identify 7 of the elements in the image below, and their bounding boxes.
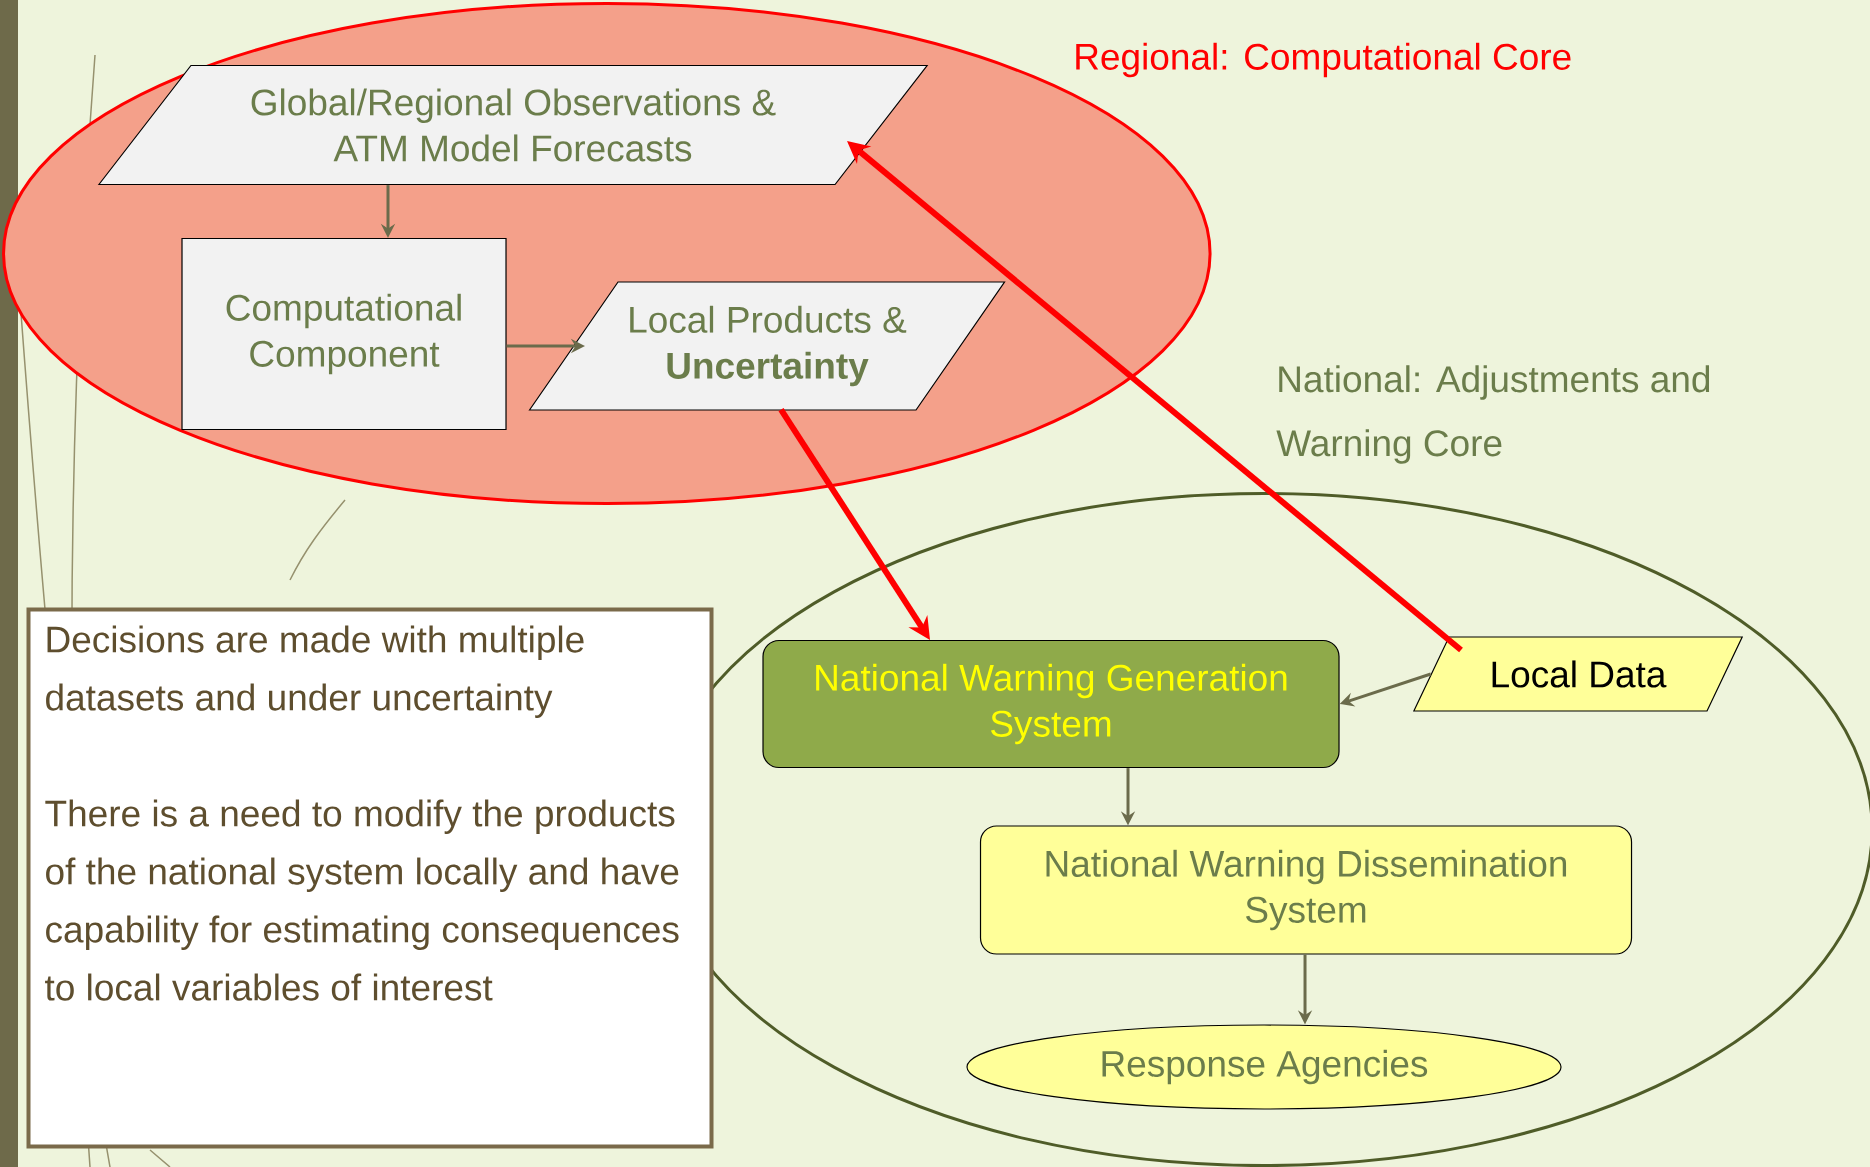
process-box: Computational Component [181, 237, 507, 431]
text-box: Decisions are made with multiple datasets and under uncertainty There is a need to modify the products of the national system locally and have capability for estimating consequences to local variables of interest [26, 607, 714, 1149]
process-box: National Warning Dissemination System [979, 825, 1633, 955]
region-heading: Regional: Computational Core [1076, 42, 1571, 78]
process-box: National Warning Generation System [762, 639, 1340, 769]
data-parallelogram: Local Products & Uncertainty [528, 281, 1006, 411]
region-heading: National: Adjustments and Warning Core [1276, 365, 1710, 464]
